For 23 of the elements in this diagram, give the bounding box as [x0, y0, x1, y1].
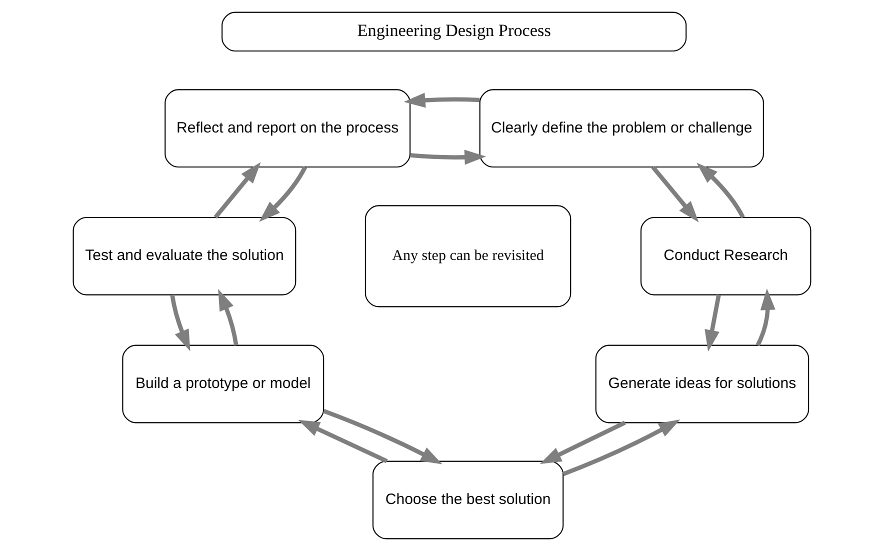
arrow	[704, 294, 721, 352]
arrow	[404, 92, 480, 108]
arrow	[323, 409, 442, 464]
arrow	[651, 166, 699, 222]
node-box: Build a prototype or model	[122, 344, 324, 424]
node-box: Test and evaluate the solution	[72, 216, 296, 296]
arrow	[218, 288, 238, 346]
node-box: Clearly define the problem or challenge	[479, 89, 764, 168]
arrow	[170, 294, 190, 352]
node-box: Any step can be revisited	[364, 205, 572, 308]
node-box: Generate ideas for solutions	[595, 344, 810, 424]
node-box: Conduct Research	[640, 216, 812, 296]
arrow	[298, 420, 388, 464]
node-box: Engineering Design Process	[222, 12, 687, 52]
node-box: Choose the best solution	[372, 460, 564, 540]
arrow	[410, 150, 486, 165]
arrow	[540, 420, 626, 464]
arrow	[562, 420, 680, 476]
arrow	[696, 162, 745, 218]
arrow	[214, 162, 261, 219]
arrow	[259, 166, 307, 222]
node-box: Reflect and report on the process	[164, 89, 411, 168]
arrow	[756, 288, 776, 346]
